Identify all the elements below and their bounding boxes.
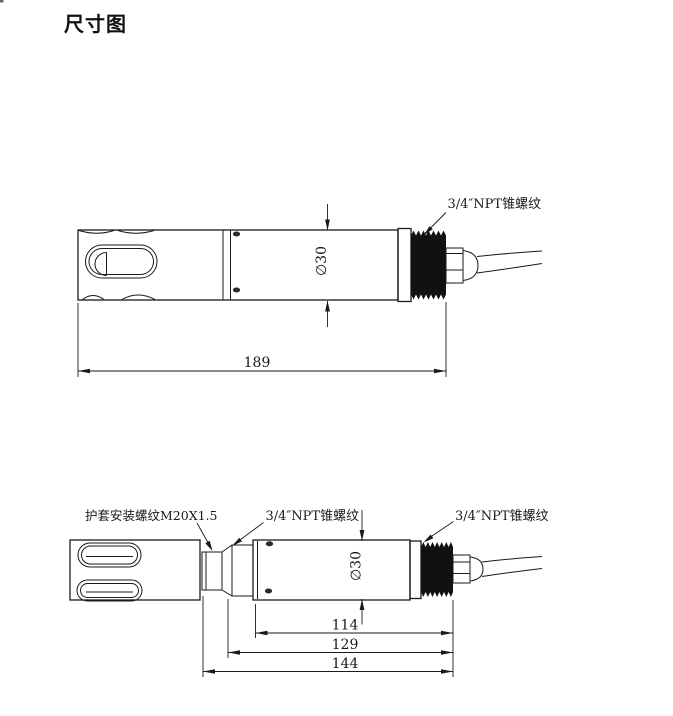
sheath-thread-label: 护套安装螺纹M20X1.5 — [85, 508, 217, 523]
dim-144-value: 144 — [332, 656, 359, 672]
cable-gland — [452, 554, 484, 584]
sheath-cap — [69, 539, 201, 602]
npt-thread — [409, 540, 453, 600]
screw-icon — [264, 588, 273, 594]
diameter-value: ∅30 — [314, 246, 330, 276]
diameter-dimension: ∅30 — [349, 510, 365, 625]
diameter-dimension: ∅30 — [314, 204, 330, 327]
sheath-thread-callout: 护套安装螺纹M20X1.5 — [85, 508, 217, 551]
length-dimensions: 114 129 144 — [202, 596, 454, 677]
bottom-drawing: ∅30 114 129 144 — [69, 508, 549, 677]
top-drawing: ∅30 189 3/4″NPT锥螺纹 — [77, 197, 543, 377]
cable — [481, 556, 543, 577]
dim-129-value: 129 — [332, 637, 359, 653]
scan-artifact — [0, 0, 4, 3]
sensor-cap-slot — [78, 230, 158, 300]
npt-thread-label: 3/4″NPT锥螺纹 — [455, 509, 549, 524]
npt-thread-label: 3/4″NPT锥螺纹 — [266, 509, 360, 524]
screw-icon — [232, 287, 241, 293]
screw-icon — [232, 231, 241, 237]
length-dimension: 189 — [77, 302, 447, 377]
diameter-value: ∅30 — [349, 551, 365, 581]
dim-114-value: 114 — [332, 618, 359, 634]
mounting-neck — [201, 544, 253, 597]
cable — [476, 250, 543, 274]
page-title: 尺寸图 — [64, 12, 127, 36]
probe-body — [77, 229, 399, 301]
npt-callout: 3/4″NPT锥螺纹 — [423, 197, 542, 236]
npt-thread-label: 3/4″NPT锥螺纹 — [448, 197, 542, 212]
npt-thread — [397, 227, 446, 303]
length-value: 189 — [244, 355, 271, 371]
probe-body — [252, 539, 411, 601]
npt-callout-left: 3/4″NPT锥螺纹 — [232, 509, 359, 546]
screw-icon — [265, 541, 274, 547]
npt-callout-right: 3/4″NPT锥螺纹 — [423, 509, 549, 543]
cable-gland — [445, 247, 479, 284]
